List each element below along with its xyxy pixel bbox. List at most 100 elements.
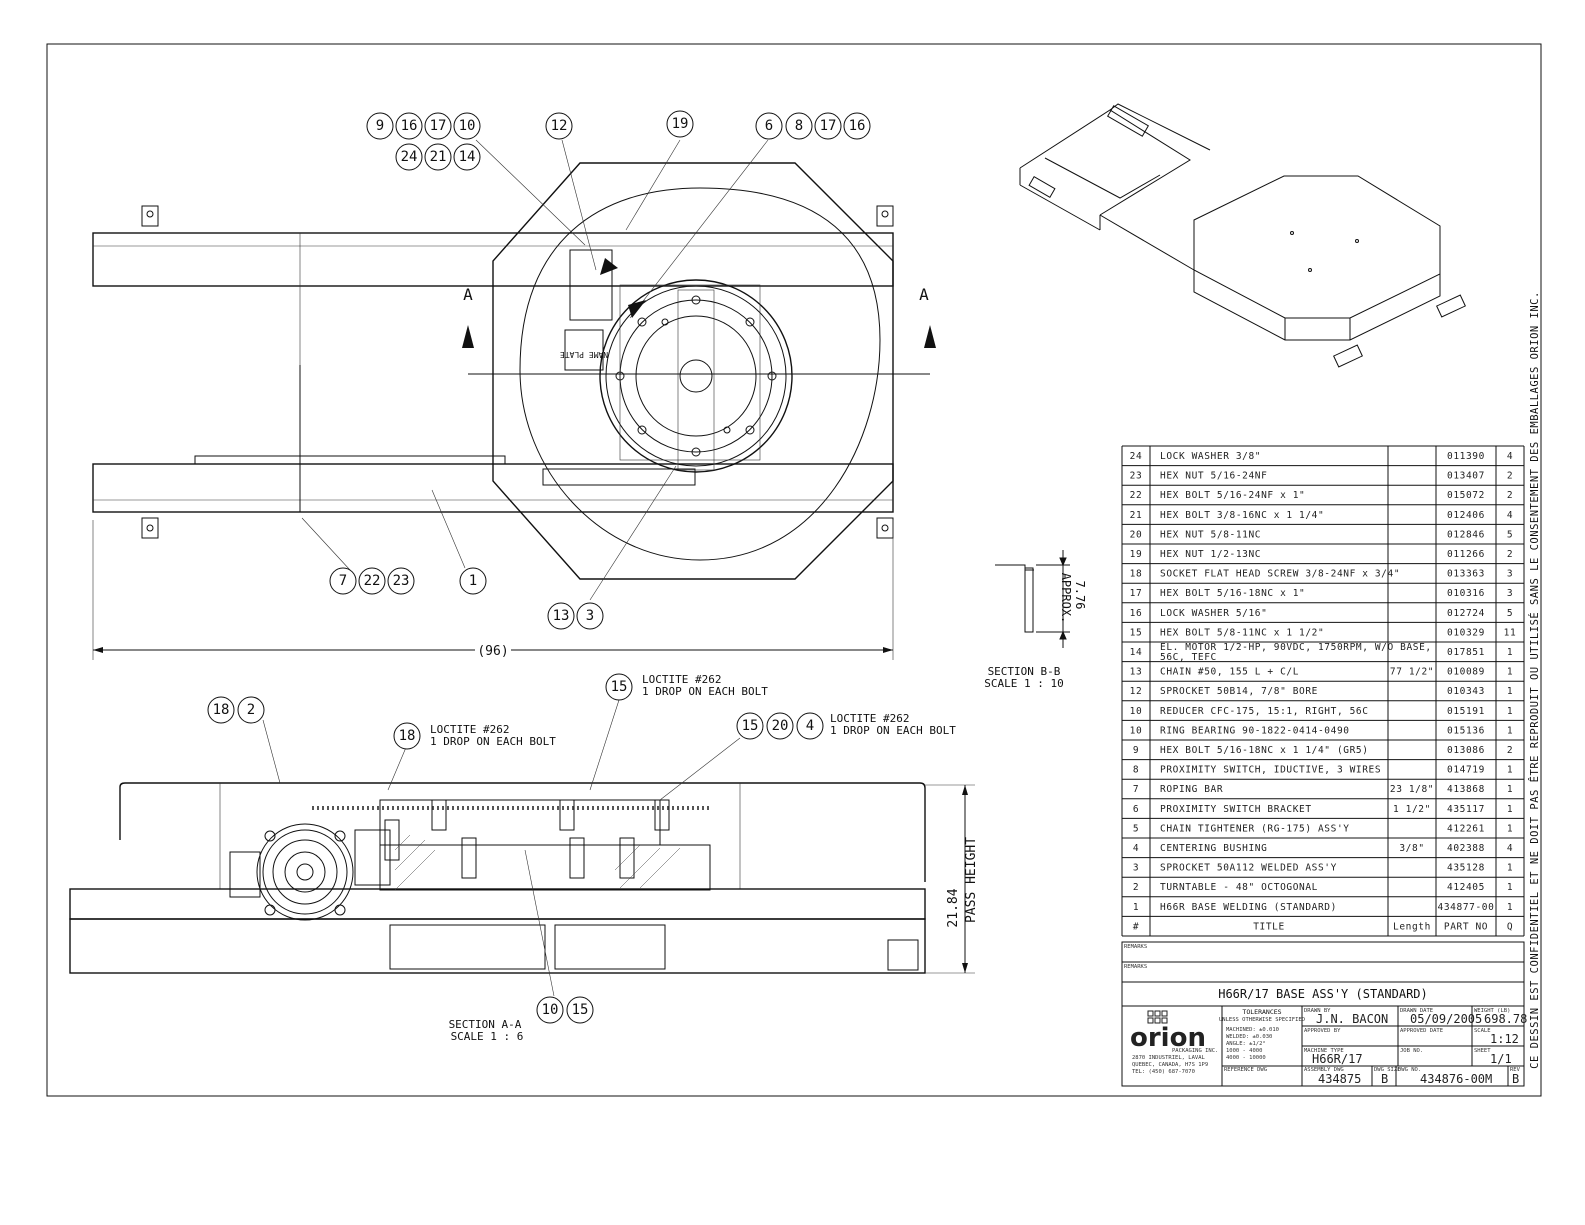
bom-item-qty: 1 — [1507, 882, 1513, 893]
bom-item-length: 3/8" — [1399, 843, 1424, 854]
company-phone: TEL: (450) 687-7070 — [1132, 1069, 1195, 1075]
note-loctite-1: LOCTITE #262 — [430, 723, 509, 736]
bom-item-title-line2: 56C, TEFC — [1160, 652, 1217, 663]
svg-text:19: 19 — [672, 116, 689, 132]
svg-text:18: 18 — [213, 702, 230, 718]
bom-item-title: TURNTABLE - 48" OCTOGONAL — [1160, 882, 1318, 893]
svg-text:7: 7 — [339, 573, 347, 589]
bom-item-number: 14 — [1130, 647, 1143, 658]
drawn-by-label: DRAWN BY — [1304, 1008, 1331, 1014]
bom-item-number: 7 — [1133, 784, 1139, 795]
bom-item-part-no: 017851 — [1447, 647, 1485, 658]
bom-item-part-no: 435117 — [1447, 804, 1485, 815]
bom-item-number: 10 — [1130, 725, 1143, 736]
bom-item-part-no: 010329 — [1447, 627, 1485, 638]
svg-text:10: 10 — [459, 118, 476, 134]
drawn-by: J.N. BACON — [1316, 1012, 1388, 1026]
svg-text:4: 4 — [806, 718, 814, 734]
company-address-2: QUEBEC, CANADA, H7S 1P9 — [1132, 1062, 1208, 1068]
svg-text:15: 15 — [572, 1002, 589, 1018]
svg-text:18: 18 — [399, 728, 416, 744]
section-marker-right: A — [919, 285, 929, 304]
drawn-date: 05/09/2005 — [1410, 1012, 1482, 1026]
section-aa-height-dim: 21.84 — [946, 888, 961, 927]
section-aa-title: SECTION A-A — [449, 1018, 522, 1031]
svg-text:1: 1 — [469, 573, 477, 589]
isometric-view — [1019, 103, 1466, 368]
bom-item-part-no: 010343 — [1447, 686, 1485, 697]
tolerances-sub: UNLESS OTHERWISE SPECIFIED — [1219, 1017, 1305, 1023]
bom-item-part-no: 412405 — [1447, 882, 1485, 893]
remarks-label-2: REMARKS — [1124, 964, 1147, 970]
bom-item-number: 23 — [1130, 471, 1143, 482]
bom-item-number: 3 — [1133, 863, 1139, 874]
bom-header-qty: Q — [1507, 921, 1513, 932]
dwg-no-label: DWG NO. — [1398, 1067, 1421, 1073]
job-no-label: JOB NO. — [1400, 1048, 1423, 1054]
tol-line-1: WELDED: ±0.030 — [1226, 1034, 1272, 1040]
balloon-group-10-15: 10 15 — [536, 996, 594, 1024]
company-sub: PACKAGING INC. — [1172, 1048, 1218, 1054]
svg-text:14: 14 — [459, 149, 476, 165]
bom-item-qty: 4 — [1507, 510, 1513, 521]
svg-text:17: 17 — [820, 118, 837, 134]
svg-text:10: 10 — [542, 1002, 559, 1018]
note-loctite-3: LOCTITE #262 — [830, 712, 909, 725]
balloon-group-13-3: 13 3 — [547, 602, 604, 630]
svg-text:16: 16 — [849, 118, 866, 134]
bom-item-part-no: 015136 — [1447, 725, 1485, 736]
balloon-12: 12 — [545, 112, 573, 140]
bom-item-length: 1 1/2" — [1393, 804, 1431, 815]
bom-item-title: HEX NUT 5/8-11NC — [1160, 529, 1261, 540]
bom-item-qty: 5 — [1507, 529, 1513, 540]
bom-item-number: 5 — [1133, 823, 1139, 834]
bom-item-qty: 2 — [1507, 549, 1513, 560]
bom-header-item: # — [1133, 921, 1139, 932]
balloon-group-7-22-23: 7 22 23 — [329, 567, 415, 595]
section-bb-dim-label: APPROX. — [1059, 573, 1073, 624]
section-bb-view — [995, 550, 1070, 648]
bom-item-part-no: 435128 — [1447, 863, 1485, 874]
bom-item-title: CHAIN TIGHTENER (RG-175) ASS'Y — [1160, 823, 1350, 834]
bom-item-title: ROPING BAR — [1160, 784, 1223, 795]
balloon-18-section: 18 — [393, 722, 421, 750]
bom-item-number: 21 — [1130, 510, 1143, 521]
note-loctite-2: LOCTITE #262 — [642, 673, 721, 686]
tol-line-2: ANGLE: ±1/2° — [1226, 1041, 1266, 1047]
svg-text:15: 15 — [611, 679, 628, 695]
section-aa-scale: SCALE 1 : 6 — [451, 1030, 524, 1043]
bom-item-number: 15 — [1130, 627, 1143, 638]
note-loctite-3b: 1 DROP ON EACH BOLT — [830, 724, 956, 737]
bom-item-qty: 1 — [1507, 725, 1513, 736]
bom-item-title: CHAIN #50, 155 L + C/L — [1160, 667, 1299, 678]
svg-text:20: 20 — [772, 718, 789, 734]
bom-item-part-no: 011266 — [1447, 549, 1485, 560]
bom-item-title: HEX BOLT 5/16-18NC x 1" — [1160, 588, 1305, 599]
bom-item-part-no: 012846 — [1447, 529, 1485, 540]
bom-item-title: SPROCKET 50A112 WELDED ASS'Y — [1160, 863, 1337, 874]
tol-line-4: 4000 - 10000 — [1226, 1055, 1266, 1061]
bom-item-qty: 3 — [1507, 569, 1513, 580]
section-aa-view — [69, 699, 975, 997]
dwg-no: 434876-00M — [1420, 1072, 1492, 1086]
bom-item-qty: 2 — [1507, 490, 1513, 501]
svg-text:3: 3 — [586, 608, 594, 624]
orion-logo: orion — [1130, 1010, 1206, 1053]
svg-text:orion: orion — [1130, 1023, 1206, 1053]
bom-item-title: SPROCKET 50B14, 7/8" BORE — [1160, 686, 1318, 697]
approved-by-label: APPROVED BY — [1304, 1028, 1341, 1034]
bom-item-qty: 1 — [1507, 804, 1513, 815]
dwg-size: B — [1381, 1072, 1388, 1086]
bom-item-number: 12 — [1130, 686, 1143, 697]
bom-item-number: 1 — [1133, 902, 1139, 913]
svg-text:16: 16 — [401, 118, 418, 134]
bom-item-title: REDUCER CFC-175, 15:1, RIGHT, 56C — [1160, 706, 1369, 717]
rev-label: REV — [1510, 1067, 1521, 1073]
bom-item-qty: 1 — [1507, 765, 1513, 776]
reference-dwg-label: REFERENCE DWG — [1224, 1067, 1267, 1073]
section-bb-scale: SCALE 1 : 10 — [984, 677, 1063, 690]
plan-view: NAME PLATE A A (96) — [92, 139, 936, 660]
bom-item-number: 19 — [1130, 549, 1143, 560]
bom-item-part-no: 012406 — [1447, 510, 1485, 521]
remarks-label-1: REMARKS — [1124, 944, 1147, 950]
